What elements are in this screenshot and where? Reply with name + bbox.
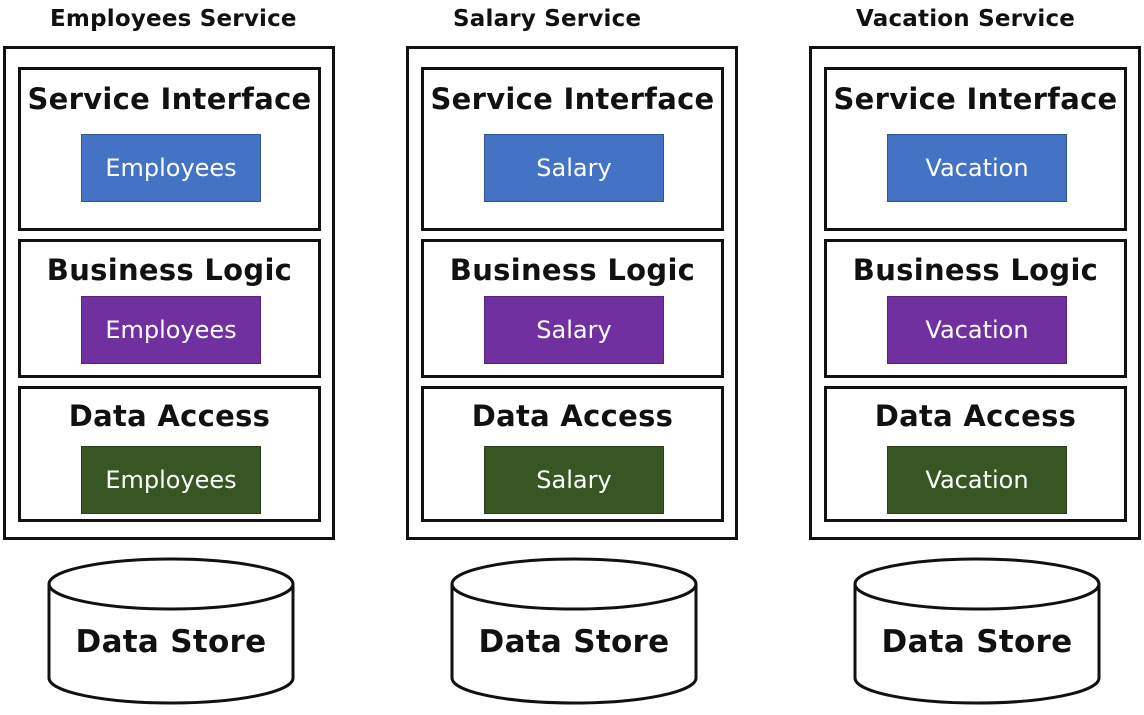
layer-title: Business Logic — [449, 253, 696, 287]
layer-title: Data Access — [68, 399, 271, 433]
service-title: Employees Service — [50, 6, 297, 32]
business-logic-layer: Business Logic Employees — [18, 239, 321, 378]
vacation-service: Vacation Service Service Interface Vacat… — [809, 0, 1141, 715]
service-interface-layer: Service Interface Salary — [421, 67, 724, 231]
service-interface-component: Employees — [81, 134, 261, 202]
data-store: Data Store — [449, 556, 699, 706]
data-store: Data Store — [46, 556, 296, 706]
data-store-label: Data Store — [478, 624, 670, 660]
service-title: Vacation Service — [856, 6, 1076, 32]
database-cylinder-icon — [853, 557, 1101, 705]
service-container: Service Interface Employees Business Log… — [3, 46, 335, 540]
database-cylinder-icon — [450, 557, 698, 705]
data-access-component: Employees — [81, 446, 261, 514]
layer-title: Data Access — [874, 399, 1077, 433]
business-logic-component: Vacation — [887, 296, 1067, 364]
layer-title: Service Interface — [27, 82, 312, 116]
data-access-component: Salary — [484, 446, 664, 514]
data-access-layer: Data Access Salary — [421, 386, 724, 522]
employees-service: Employees Service Service Interface Empl… — [3, 0, 335, 715]
data-store-label: Data Store — [75, 624, 267, 660]
business-logic-component: Salary — [484, 296, 664, 364]
data-access-layer: Data Access Employees — [18, 386, 321, 522]
data-access-layer: Data Access Vacation — [824, 386, 1127, 522]
business-logic-layer: Business Logic Vacation — [824, 239, 1127, 378]
service-container: Service Interface Vacation Business Logi… — [809, 46, 1141, 540]
layer-title: Data Access — [471, 399, 674, 433]
data-store: Data Store — [852, 556, 1102, 706]
service-interface-component: Vacation — [887, 134, 1067, 202]
layer-title: Business Logic — [852, 253, 1099, 287]
service-interface-layer: Service Interface Vacation — [824, 67, 1127, 231]
business-logic-component: Employees — [81, 296, 261, 364]
service-interface-component: Salary — [484, 134, 664, 202]
business-logic-layer: Business Logic Salary — [421, 239, 724, 378]
salary-service: Salary Service Service Interface Salary … — [406, 0, 738, 715]
data-store-label: Data Store — [881, 624, 1073, 660]
database-cylinder-icon — [47, 557, 295, 705]
layer-title: Service Interface — [430, 82, 715, 116]
layer-title: Service Interface — [833, 82, 1118, 116]
service-container: Service Interface Salary Business Logic … — [406, 46, 738, 540]
layer-title: Business Logic — [46, 253, 293, 287]
data-access-component: Vacation — [887, 446, 1067, 514]
service-title: Salary Service — [453, 6, 642, 32]
service-interface-layer: Service Interface Employees — [18, 67, 321, 231]
